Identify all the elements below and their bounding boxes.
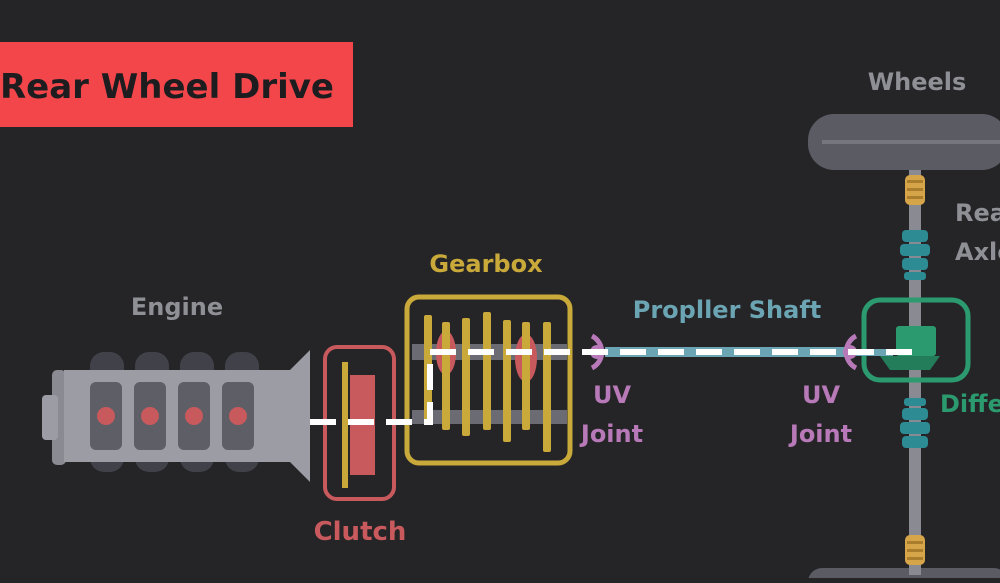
uv-joint-1-label-line1: UV xyxy=(593,381,631,409)
uv-joint-2-label-line1: UV xyxy=(802,381,840,409)
wheel-bottom xyxy=(808,568,1000,583)
gearbox-label: Gearbox xyxy=(429,250,543,278)
rear-axle xyxy=(900,170,930,575)
engine-label: Engine xyxy=(131,293,223,321)
axle-shaft xyxy=(909,170,921,575)
engine-icon xyxy=(42,350,310,482)
wheel-top xyxy=(808,114,1000,170)
rear-axle-label-line1: Rear xyxy=(955,199,1000,227)
differential-label: Differential xyxy=(940,390,1000,418)
wheel-bottom-tyre xyxy=(808,568,1000,583)
page-title: Rear Wheel Drive xyxy=(0,67,334,107)
cv-boot-bottom xyxy=(900,398,930,448)
rear-axle-label-line2: Axle xyxy=(955,238,1000,266)
title-banner: Rear Wheel Drive xyxy=(0,42,353,127)
title-banner-bg xyxy=(0,42,353,127)
differential-icon xyxy=(861,297,971,383)
uv-joint-2-label-line2: Joint xyxy=(788,420,852,448)
power-flow-path xyxy=(310,349,916,425)
propeller-shaft-label: Propller Shaft xyxy=(633,296,822,324)
clutch-label: Clutch xyxy=(314,517,407,547)
propeller-shaft xyxy=(605,347,845,357)
uv-joint-1-label-line2: Joint xyxy=(579,420,643,448)
cv-boot-top xyxy=(900,230,930,280)
wheels-label: Wheels xyxy=(868,68,967,96)
